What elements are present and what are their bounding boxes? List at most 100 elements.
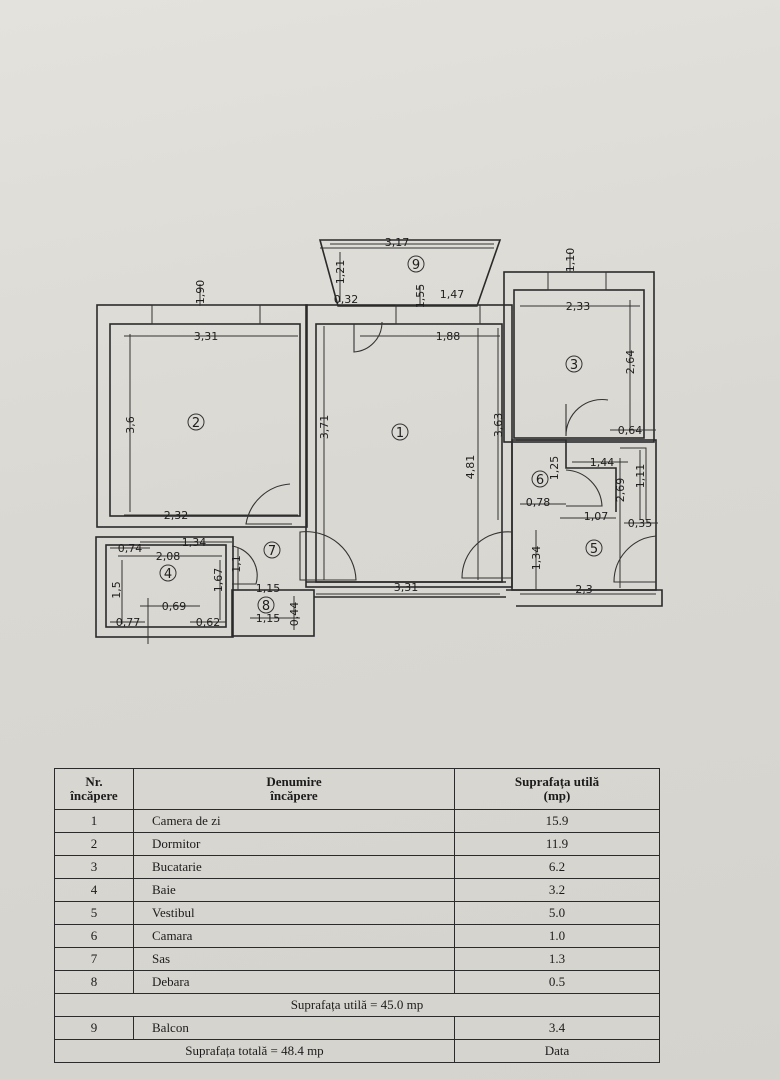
room-marker-1 xyxy=(391,423,409,441)
dim-label: 1,1 xyxy=(230,555,243,573)
room-marker-3 xyxy=(565,355,583,373)
total-area-cell: Suprafața totală = 48.4 mp xyxy=(54,1039,455,1063)
dim-label: 1,67 xyxy=(212,568,225,593)
dim-label: 4,81 xyxy=(464,455,477,480)
dim-label: 1,15 xyxy=(256,612,281,625)
room-number-8: 8 xyxy=(262,599,270,614)
dim-label: 2,08 xyxy=(156,550,181,563)
row-area: 3.4 xyxy=(454,1016,660,1040)
useful-area-total: Suprafața utilă = 45.0 mp xyxy=(54,993,660,1017)
door-living-hall xyxy=(461,531,513,579)
row-area: 1.3 xyxy=(454,947,660,971)
door-kitchen xyxy=(565,398,609,437)
dim-label: 1,10 xyxy=(564,248,577,273)
room-number-7: 7 xyxy=(268,544,276,559)
table-row: 4 Baie 3.2 xyxy=(54,878,660,902)
dim-label: 0,62 xyxy=(196,616,221,629)
wall-pantry-right xyxy=(620,447,647,520)
room-marker-8 xyxy=(257,596,275,614)
dim-label: 1,34 xyxy=(182,536,207,549)
door-balcony xyxy=(353,321,383,353)
room-numbers: 1 2 3 4 5 6 7 8 9 xyxy=(159,255,603,614)
row-nr: 6 xyxy=(54,924,134,948)
door-entrance xyxy=(613,535,657,583)
dim-label: 2,3 xyxy=(575,583,593,596)
room-number-2: 2 xyxy=(192,416,200,431)
row-name: Bucatarie xyxy=(133,855,455,879)
dimension-lines xyxy=(110,243,658,644)
dim-label: 3,71 xyxy=(318,415,331,440)
wall-living-inner xyxy=(315,323,503,583)
dim-label: 0,77 xyxy=(116,616,141,629)
table-row: 3 Bucatarie 6.2 xyxy=(54,855,660,879)
room-marker-7 xyxy=(263,541,281,559)
useful-area-row: Suprafața utilă = 45.0 mp xyxy=(54,993,660,1017)
dim-label: 3,63 xyxy=(492,413,505,438)
dim-label: 0,74 xyxy=(118,542,143,555)
table-row: 7 Sas 1.3 xyxy=(54,947,660,971)
dim-label: 1,47 xyxy=(440,288,465,301)
room-number-1: 1 xyxy=(396,426,404,441)
dim-label: 0,32 xyxy=(334,293,359,306)
dim-label: 0,44 xyxy=(288,602,301,627)
row-area: 6.2 xyxy=(454,855,660,879)
room-marker-5 xyxy=(585,539,603,557)
dim-label: 1,44 xyxy=(590,456,615,469)
row-name: Camera de zi xyxy=(133,809,455,833)
room-number-9: 9 xyxy=(412,258,420,273)
window-living xyxy=(395,304,481,325)
row-name: Dormitor xyxy=(133,832,455,856)
dim-label: 3,6 xyxy=(124,416,137,434)
door-pantry xyxy=(565,469,603,507)
room-number-3: 3 xyxy=(570,358,578,373)
wall-hall-bottom xyxy=(506,589,663,607)
row-name: Debara xyxy=(133,970,455,994)
row-nr: 4 xyxy=(54,878,134,902)
dimension-labels: 3,17 1,21 1,10 1,90 1,55 1,47 0,32 3,31 … xyxy=(110,236,652,629)
dim-label: 1,07 xyxy=(584,510,609,523)
room-number-6: 6 xyxy=(536,473,544,488)
row-name: Balcon xyxy=(133,1016,455,1040)
wall-bath-inner xyxy=(105,544,227,628)
table-row: 2 Dormitor 11.9 xyxy=(54,832,660,856)
dim-label: 2,32 xyxy=(164,509,189,522)
rooms-table: Nr. încăpere Denumire încăpere Suprafața… xyxy=(54,768,660,1063)
dim-label: 2,69 xyxy=(614,478,627,503)
dim-label: 2,64 xyxy=(624,350,637,375)
row-name: Baie xyxy=(133,878,455,902)
dim-label: 3,17 xyxy=(385,236,410,249)
row-area: 11.9 xyxy=(454,832,660,856)
total-area: Suprafața totală = 48.4 mp xyxy=(185,1043,324,1058)
dim-label: 1,15 xyxy=(256,582,281,595)
row-area: 5.0 xyxy=(454,901,660,925)
floor-plan: 3,17 1,21 1,10 1,90 1,55 1,47 0,32 3,31 … xyxy=(95,236,663,644)
row-nr: 8 xyxy=(54,970,134,994)
dim-label: 1,11 xyxy=(634,464,647,489)
door-bath xyxy=(231,545,258,585)
wall-living-outer xyxy=(305,304,513,588)
row-area: 3.2 xyxy=(454,878,660,902)
dim-label: 3,31 xyxy=(394,581,419,594)
row-nr: 5 xyxy=(54,901,134,925)
room-marker-6 xyxy=(531,470,549,488)
dim-label: 0,78 xyxy=(526,496,551,509)
header-nr: Nr. încăpere xyxy=(54,768,134,810)
door-bedroom xyxy=(245,483,292,525)
date-cell: Data xyxy=(454,1039,660,1063)
table-row: 8 Debara 0.5 xyxy=(54,970,660,994)
date-label: Data xyxy=(544,1043,570,1058)
dim-label: 0,35 xyxy=(628,517,653,530)
row-nr: 3 xyxy=(54,855,134,879)
total-area-row: Suprafața totală = 48.4 mp Data xyxy=(54,1039,660,1063)
table-row: 6 Camara 1.0 xyxy=(54,924,660,948)
dim-label: 1,88 xyxy=(436,330,461,343)
row-name: Vestibul xyxy=(133,901,455,925)
dim-label: 1,21 xyxy=(334,260,347,285)
room-number-5: 5 xyxy=(590,542,598,557)
row-nr: 7 xyxy=(54,947,134,971)
dim-label: 0,64 xyxy=(618,424,643,437)
door-lobby xyxy=(299,531,357,581)
dim-label: 1,90 xyxy=(194,280,207,305)
wall-pantry xyxy=(516,439,617,512)
room-marker-4 xyxy=(159,564,177,582)
